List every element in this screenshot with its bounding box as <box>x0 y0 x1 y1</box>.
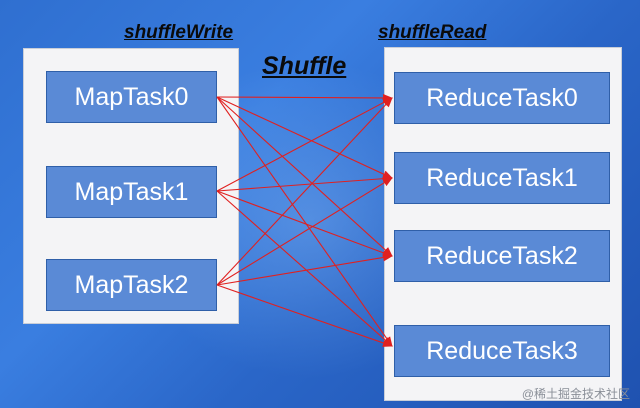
map-task-0: MapTask0 <box>46 71 217 123</box>
shuffle-heading: Shuffle <box>262 52 347 80</box>
edge-map1-reduce1 <box>216 174 393 192</box>
edge-map2-reduce3 <box>216 284 393 347</box>
edge-map1-reduce3 <box>216 190 393 347</box>
reduce-task-3: ReduceTask3 <box>394 325 610 377</box>
map-task-1: MapTask1 <box>46 166 217 218</box>
edge-map2-reduce2 <box>216 253 393 286</box>
edge-map2-reduce1 <box>216 177 393 286</box>
edge-map0-reduce2 <box>216 96 393 257</box>
map-task-2: MapTask2 <box>46 259 217 311</box>
edge-map0-reduce3 <box>216 96 393 347</box>
edge-map1-reduce0 <box>216 97 393 192</box>
shuffle-write-heading: shuffleWrite <box>124 22 234 43</box>
edge-map0-reduce1 <box>216 96 393 179</box>
shuffle-read-heading: shuffleRead <box>378 22 487 43</box>
edge-map1-reduce2 <box>216 190 393 257</box>
edge-map0-reduce0 <box>216 93 393 102</box>
edge-map2-reduce0 <box>216 97 393 286</box>
reduce-task-2: ReduceTask2 <box>394 230 610 282</box>
reduce-task-0: ReduceTask0 <box>394 72 610 124</box>
reduce-task-1: ReduceTask1 <box>394 152 610 204</box>
watermark: @稀土掘金技术社区 <box>521 387 630 401</box>
